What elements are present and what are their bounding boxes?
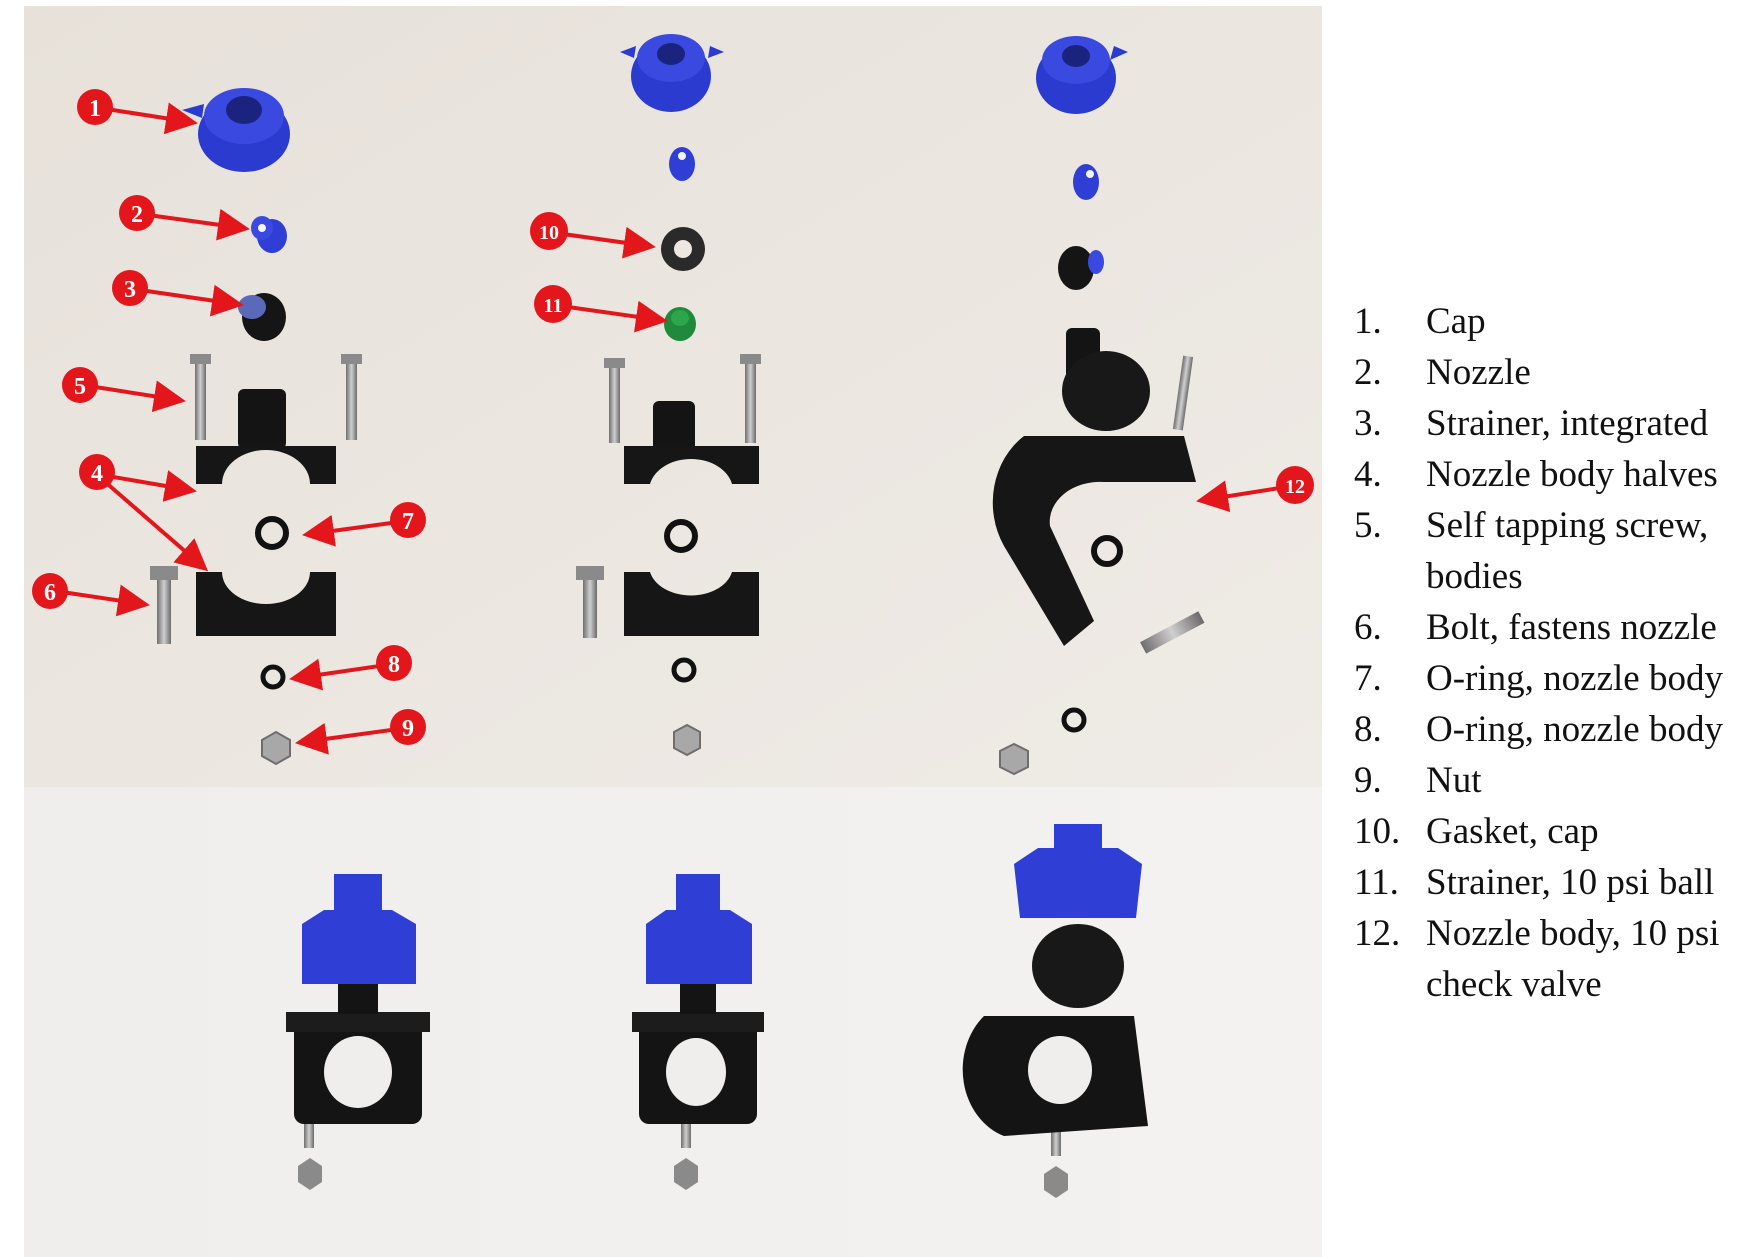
callout-badge-4: 4 (79, 454, 115, 490)
legend-item-continuation: check valve (1330, 959, 1761, 1010)
callout-badge-10: 10 (530, 212, 568, 250)
svg-text:8: 8 (388, 652, 400, 678)
callout-arrows (61, 102, 1293, 755)
legend-item: 11. Strainer, 10 psi ball (1330, 857, 1761, 908)
svg-text:2: 2 (131, 202, 143, 228)
strainer-part (238, 293, 286, 341)
callout-badge-2: 2 (119, 195, 155, 231)
legend-number: 4. (1354, 454, 1382, 495)
legend-text: Nut (1426, 760, 1482, 801)
legend-number: 8. (1354, 709, 1382, 750)
callout-badge-3: 3 (112, 270, 148, 306)
legend-item: 10. Gasket, cap (1330, 806, 1761, 857)
legend-text: O-ring, nozzle body (1426, 709, 1723, 750)
legend-item: 4. Nozzle body halves (1330, 449, 1761, 500)
parts-photo: 1 2 3 4 5 6 7 8 9 10 11 12 (24, 6, 1322, 1257)
svg-text:9: 9 (402, 716, 414, 742)
legend-number: 10. (1354, 811, 1401, 852)
callout-badge-12: 12 (1276, 466, 1314, 504)
nozzle-body-upper-half (196, 389, 336, 484)
legend-text: Nozzle body halves (1426, 454, 1718, 495)
svg-text:1: 1 (89, 96, 101, 122)
svg-text:6: 6 (44, 580, 56, 606)
legend-item: 1. Cap (1330, 296, 1761, 347)
legend-number: 1. (1354, 301, 1382, 342)
svg-text:11: 11 (544, 295, 563, 317)
legend-number: 11. (1354, 862, 1399, 903)
left-exploded-assembly (150, 88, 362, 766)
legend-item: 5. Self tapping screw, (1330, 500, 1761, 551)
callout-badges: 1 2 3 4 5 6 7 8 9 10 11 12 (32, 89, 1314, 745)
legend-number: 5. (1354, 505, 1382, 546)
legend-number: 9. (1354, 760, 1382, 801)
callout-badge-11: 11 (534, 285, 572, 323)
legend-number: 7. (1354, 658, 1382, 699)
legend-number: 2. (1354, 352, 1382, 393)
check-valve-nozzle-body (992, 436, 1196, 646)
nozzle-body-lower-half (196, 572, 336, 636)
legend-text: Cap (1426, 301, 1486, 342)
callout-badge-6: 6 (32, 573, 68, 609)
svg-text:12: 12 (1285, 476, 1305, 498)
svg-text:7: 7 (402, 509, 414, 535)
nut-part (261, 730, 291, 766)
legend-item: 3. Strainer, integrated (1330, 398, 1761, 449)
legend-item: 2. Nozzle (1330, 347, 1761, 398)
legend-text: Nozzle (1426, 352, 1531, 393)
legend-text: bodies (1426, 556, 1523, 597)
svg-text:10: 10 (539, 222, 559, 244)
assembled-standard-body-2 (632, 874, 764, 1190)
legend-item: 6. Bolt, fastens nozzle (1330, 602, 1761, 653)
svg-text:3: 3 (124, 277, 136, 303)
legend-number: 6. (1354, 607, 1382, 648)
svg-text:4: 4 (91, 461, 103, 487)
legend-text: check valve (1426, 964, 1602, 1005)
legend-text: Bolt, fastens nozzle (1426, 607, 1717, 648)
callout-badge-1: 1 (77, 89, 113, 125)
right-exploded-assembly (992, 36, 1205, 776)
legend-item: 9. Nut (1330, 755, 1761, 806)
legend-item: 8. O-ring, nozzle body (1330, 704, 1761, 755)
legend-number: 12. (1354, 913, 1401, 954)
svg-text:5: 5 (74, 374, 86, 400)
screw-part (195, 358, 206, 440)
legend-text: Gasket, cap (1426, 811, 1599, 852)
o-ring-part (255, 516, 289, 550)
legend-text: Self tapping screw, (1426, 505, 1709, 546)
callout-badge-7: 7 (390, 502, 426, 538)
nozzle-part (251, 216, 287, 253)
assembled-standard-body-1 (286, 874, 430, 1190)
middle-exploded-assembly (576, 34, 761, 757)
bolt-part (157, 576, 171, 644)
legend-text: O-ring, nozzle body (1426, 658, 1723, 699)
legend-item: 12. Nozzle body, 10 psi (1330, 908, 1761, 959)
callout-badge-9: 9 (390, 709, 426, 745)
parts-legend: 1. Cap 2. Nozzle 3. Strainer, integrated 4.… (1330, 296, 1761, 1010)
legend-number: 3. (1354, 403, 1382, 444)
legend-text: Strainer, integrated (1426, 403, 1709, 444)
legend-text: Strainer, 10 psi ball (1426, 862, 1715, 903)
assembled-check-valve-body (962, 824, 1148, 1198)
legend-text: Nozzle body, 10 psi (1426, 913, 1720, 954)
ball-strainer-part (664, 307, 696, 341)
legend-item: 7. O-ring, nozzle body (1330, 653, 1761, 704)
o-ring-part (260, 664, 286, 690)
legend-item-continuation: bodies (1330, 551, 1761, 602)
callout-badge-5: 5 (62, 367, 98, 403)
callout-badge-8: 8 (376, 645, 412, 681)
screw-part (346, 358, 357, 440)
